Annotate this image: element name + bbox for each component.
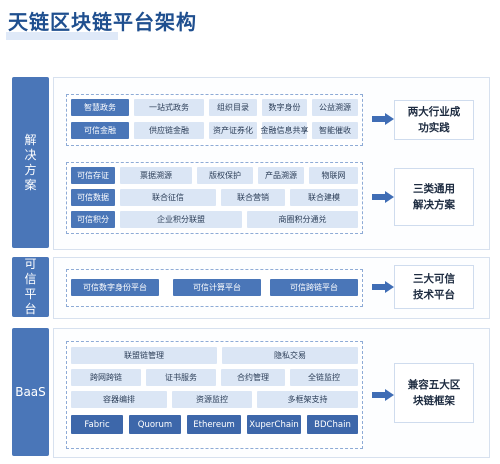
solution-item: 可信存证 (71, 167, 115, 184)
solution-item: 组织目录 (209, 99, 257, 116)
baas-label-text: BaaS (15, 384, 46, 399)
solution-item: 可信数据 (71, 189, 115, 206)
chain-framework: BDChain (307, 415, 358, 434)
baas-service: 跨网跨链 (71, 369, 141, 386)
solution-item: 产品溯源 (258, 167, 304, 184)
arrow-right-icon (372, 389, 394, 401)
trust-item: 可信数字身份平台 (71, 279, 159, 296)
trust-label-text: 可信平台 (24, 257, 37, 316)
trust-item: 可信计算平台 (173, 279, 261, 296)
solution-item: 智能催收 (312, 122, 358, 139)
result-text: 三大可信技术平台 (413, 273, 455, 301)
solution-item: 联合营销 (221, 189, 285, 206)
chain-framework: Quorum (129, 415, 181, 434)
baas-service: 合约管理 (221, 369, 285, 386)
title-highlight (6, 32, 118, 40)
solution-item: 资产证券化 (209, 122, 257, 139)
arrow-right-icon (372, 113, 394, 125)
solution-item: 物联网 (309, 167, 358, 184)
baas-service: 证书服务 (146, 369, 216, 386)
result-box-industry: 两大行业成功实践 (394, 100, 474, 140)
baas-service: 联盟链管理 (71, 347, 217, 364)
chain-framework: Fabric (71, 415, 123, 434)
solution-item: 公益溯源 (312, 99, 358, 116)
result-text: 三类通用解决方案 (413, 183, 455, 211)
solution-item: 一站式政务 (134, 99, 204, 116)
solution-item: 企业积分联盟 (120, 211, 242, 228)
solution-item: 智慧政务 (71, 99, 129, 116)
arrow-right-icon (372, 191, 394, 203)
solution-item: 数字身份 (262, 99, 307, 116)
solution-panel: 智慧政务 一站式政务 组织目录 数字身份 公益溯源 可信金融 供应链金融 资产证… (53, 77, 490, 250)
arrow-right-icon (372, 281, 394, 293)
solution-label-text: 解决方案 (24, 132, 37, 192)
baas-service: 隐私交易 (222, 347, 358, 364)
baas-service: 资源监控 (172, 391, 252, 408)
section-label-solution: 解决方案 (12, 77, 49, 248)
baas-group: 联盟链管理 隐私交易 跨网跨链 证书服务 合约管理 全链监控 容器编排 资源监控… (66, 341, 363, 449)
solution-item: 金融信息共享 (261, 122, 309, 139)
industry-group: 智慧政务 一站式政务 组织目录 数字身份 公益溯源 可信金融 供应链金融 资产证… (66, 94, 363, 146)
page-title: 天链区块链平台架构 (8, 10, 197, 34)
trust-item: 可信跨链平台 (270, 279, 358, 296)
chain-framework: XuperChain (247, 415, 301, 434)
baas-service: 多框架支持 (257, 391, 358, 408)
solution-item: 可信金融 (71, 122, 129, 139)
section-label-trust: 可信平台 (12, 257, 49, 317)
general-solution-group: 可信存证 票据溯源 版权保护 产品溯源 物联网 可信数据 联合征信 联合营销 联… (66, 162, 363, 234)
result-text: 兼容五大区块链框架 (407, 379, 461, 407)
solution-item: 供应链金融 (134, 122, 204, 139)
solution-item: 可信积分 (71, 211, 115, 228)
result-box-trust: 三大可信技术平台 (394, 265, 474, 309)
result-text: 两大行业成功实践 (407, 106, 461, 134)
section-label-baas: BaaS (12, 328, 49, 456)
trust-panel: 可信数字身份平台 可信计算平台 可信跨链平台 三大可信技术平台 (53, 257, 490, 319)
result-box-baas: 兼容五大区块链框架 (394, 363, 474, 423)
solution-item: 商圈积分通兑 (247, 211, 358, 228)
chain-framework: Ethereum (187, 415, 241, 434)
solution-item: 票据溯源 (120, 167, 192, 184)
solution-item: 联合建模 (290, 189, 358, 206)
solution-item: 联合征信 (120, 189, 216, 206)
baas-service: 容器编排 (71, 391, 167, 408)
baas-panel: 联盟链管理 隐私交易 跨网跨链 证书服务 合约管理 全链监控 容器编排 资源监控… (53, 328, 490, 458)
baas-service: 全链监控 (290, 369, 358, 386)
result-box-general: 三类通用解决方案 (394, 168, 474, 226)
solution-item: 版权保护 (197, 167, 253, 184)
trust-group: 可信数字身份平台 可信计算平台 可信跨链平台 (66, 269, 363, 307)
